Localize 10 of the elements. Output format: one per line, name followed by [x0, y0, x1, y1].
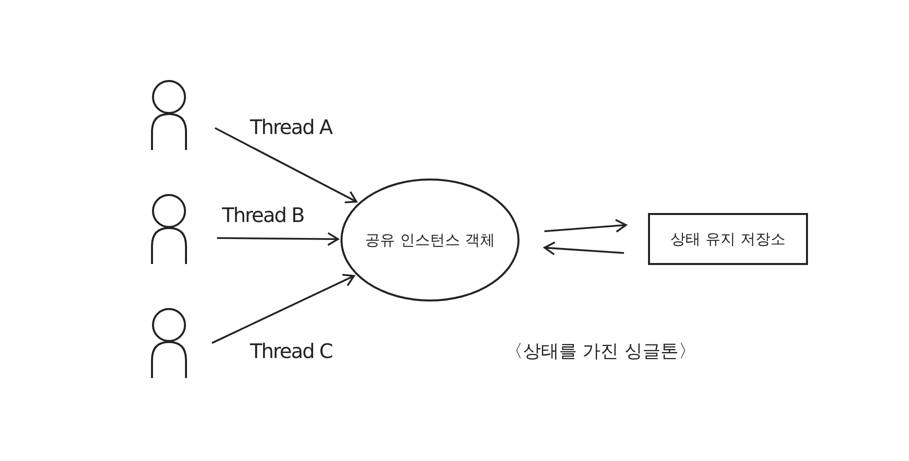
node-label: 공유 인스턴스 객체 — [365, 230, 495, 251]
arrow — [212, 274, 355, 344]
arrow — [217, 232, 339, 246]
node-label: 상태 유지 저장소 — [670, 228, 786, 250]
arrow — [544, 218, 627, 233]
storage-box — [648, 213, 808, 265]
arrow — [544, 241, 624, 256]
caption-text: 〈상태를 가진 싱글톤〉 — [505, 340, 696, 364]
arrow — [214, 127, 358, 204]
object-ellipse — [340, 178, 520, 302]
